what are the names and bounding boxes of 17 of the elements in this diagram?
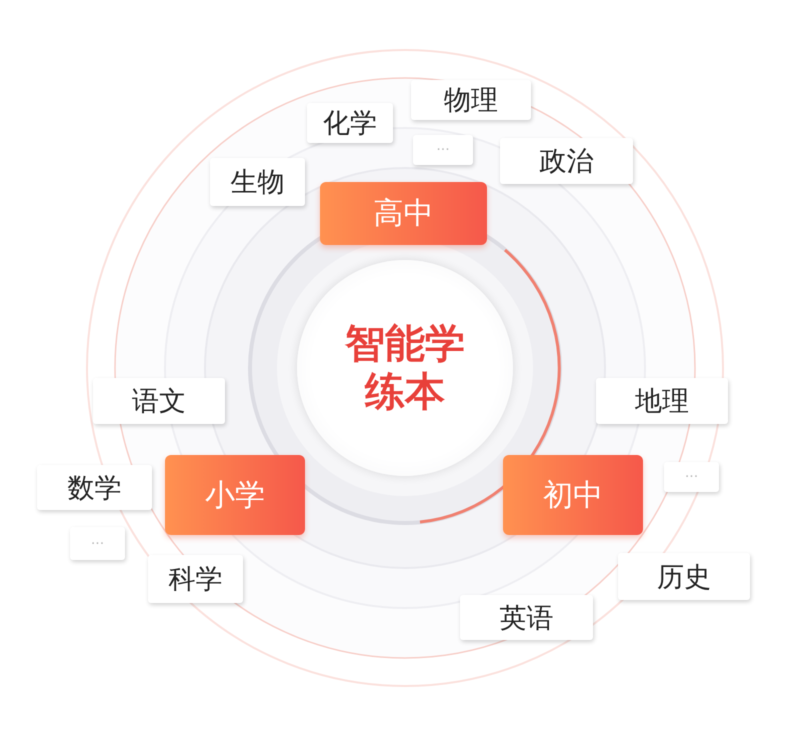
subject-tag: 政治 <box>500 138 633 184</box>
center-title: 智能学练本 <box>344 320 466 416</box>
subject-tag: 数学 <box>37 465 152 510</box>
subject-tag: 英语 <box>460 595 593 640</box>
subject-tag: 科学 <box>148 555 243 603</box>
subject-tag: 物理 <box>411 80 531 120</box>
subject-tag: 语文 <box>93 378 225 424</box>
subject-tag: 历史 <box>618 553 750 600</box>
school-level-box: 高中 <box>320 182 487 245</box>
subject-tag: 地理 <box>596 378 728 424</box>
subject-tag: 化学 <box>307 103 393 143</box>
more-tag: ··· <box>70 527 125 560</box>
school-level-box: 初中 <box>503 455 643 535</box>
school-level-box: 小学 <box>165 455 305 535</box>
more-tag: ··· <box>413 135 473 165</box>
more-tag: ··· <box>664 462 719 492</box>
subject-tag: 生物 <box>210 158 305 206</box>
